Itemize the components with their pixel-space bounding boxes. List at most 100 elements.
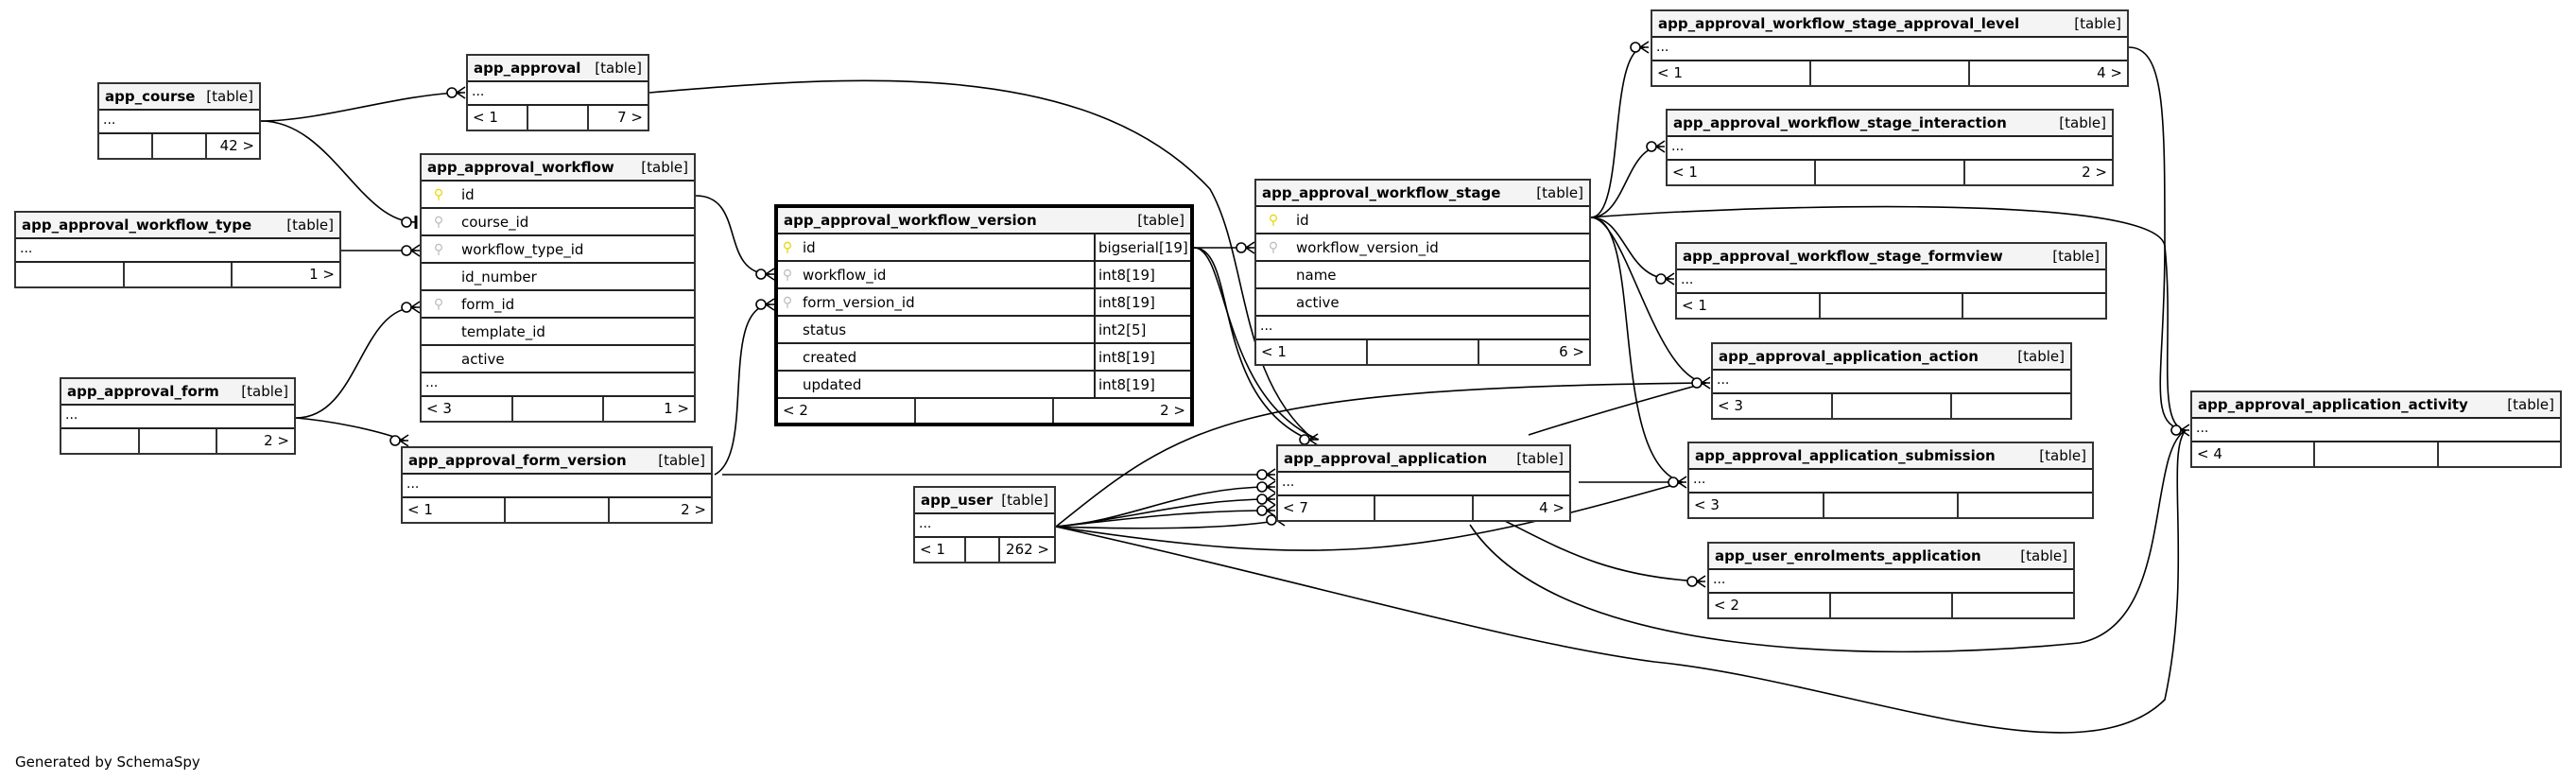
table-app-course[interactable]: app_course[table] ... 42 >	[97, 82, 261, 160]
children-link[interactable]: 1 >	[602, 397, 694, 421]
column-row[interactable]: ⚲form_id	[422, 291, 694, 319]
table-app-approval-form[interactable]: app_approval_form[table] ... 2 >	[60, 377, 296, 455]
column-row[interactable]: template_id	[422, 319, 694, 346]
children-link[interactable]	[2436, 442, 2560, 466]
parents-link[interactable]: < 1	[1261, 343, 1287, 360]
column-row[interactable]: id_number	[422, 264, 694, 291]
table-name: app_approval_workflow_stage_approval_lev…	[1658, 15, 2020, 32]
parents-link[interactable]: < 1	[1682, 297, 1707, 314]
columns-ellipsis: ...	[16, 239, 339, 263]
column-row[interactable]: ⚲course_id	[422, 209, 694, 236]
column-name: name	[1296, 266, 1337, 284]
parents-link[interactable]: < 1	[1672, 164, 1698, 181]
children-link[interactable]: 2 >	[216, 429, 294, 453]
children-link[interactable]: 262 >	[997, 538, 1054, 562]
children-link[interactable]: 2 >	[1962, 161, 2112, 184]
column-type: bigserial[19]	[1094, 234, 1190, 260]
table-footer: < 3 1 >	[422, 397, 694, 421]
children-link[interactable]: 1 >	[231, 263, 339, 286]
children-link[interactable]	[1950, 394, 2070, 418]
children-link[interactable]: 7 >	[587, 106, 648, 130]
children-link[interactable]: 4 >	[1968, 61, 2127, 85]
table-name: app_approval_application_action	[1719, 348, 1979, 365]
table-app-approval-application-activity[interactable]: app_approval_application_activity[table]…	[2190, 390, 2562, 468]
table-header: app_approval_workflow_stage_approval_lev…	[1652, 11, 2127, 38]
table-app-approval-application-action[interactable]: app_approval_application_action[table] .…	[1711, 342, 2072, 420]
column-name: active	[461, 350, 505, 368]
parents-link[interactable]: < 3	[1718, 397, 1743, 414]
parents-link[interactable]: < 2	[783, 402, 808, 419]
column-row[interactable]: ⚲id	[1256, 207, 1589, 234]
parents-link[interactable]: < 1	[473, 109, 498, 126]
table-app-approval-workflow-version[interactable]: app_approval_workflow_version[table] ⚲id…	[774, 204, 1194, 426]
foreign-key-icon: ⚲	[782, 294, 793, 310]
table-app-approval-workflow-type[interactable]: app_approval_workflow_type[table] ... 1 …	[14, 211, 341, 288]
column-row[interactable]: name	[1256, 262, 1589, 289]
column-row[interactable]: ⚲workflow_type_id	[422, 236, 694, 264]
column-name: course_id	[461, 213, 529, 231]
parents-link[interactable]: < 1	[1657, 64, 1683, 81]
column-row[interactable]: active	[422, 346, 694, 373]
parents-link[interactable]: < 7	[1283, 499, 1308, 516]
column-row[interactable]: ⚲id	[422, 182, 694, 209]
table-name: app_approval_workflow_stage_formview	[1683, 248, 2003, 265]
parents-link[interactable]: < 1	[920, 541, 945, 558]
children-link[interactable]	[1951, 594, 2073, 617]
table-app-approval-workflow[interactable]: app_approval_workflow[table] ⚲id ⚲course…	[420, 153, 696, 423]
children-link[interactable]: 2 >	[1052, 399, 1190, 423]
parents-link[interactable]	[61, 429, 138, 453]
optional-circle-marker	[1686, 576, 1698, 587]
column-row[interactable]: active	[1256, 289, 1589, 317]
children-link[interactable]: 42 >	[205, 134, 259, 158]
table-header: app_user_enrolments_application[table]	[1709, 544, 2073, 570]
children-link[interactable]	[1957, 494, 2092, 517]
crows-foot-many-marker	[1665, 272, 1675, 286]
parents-link[interactable]: < 3	[1694, 496, 1720, 513]
table-header: app_approval_application[table]	[1278, 446, 1569, 473]
parents-link[interactable]	[16, 263, 123, 286]
column-type: int8[19]	[1094, 262, 1190, 287]
table-app-approval-workflow-stage-interaction[interactable]: app_approval_workflow_stage_interaction[…	[1666, 109, 2114, 186]
table-app-approval-workflow-stage-formview[interactable]: app_approval_workflow_stage_formview[tab…	[1675, 242, 2107, 320]
footer-spacer	[1814, 161, 1962, 184]
table-app-user-enrolments-application[interactable]: app_user_enrolments_application[table] .…	[1707, 542, 2075, 619]
table-footer: < 1 2 >	[403, 498, 711, 522]
parents-link[interactable]	[99, 134, 151, 158]
relationship-line	[2128, 46, 2187, 431]
children-link[interactable]: 4 >	[1471, 496, 1569, 520]
table-app-approval-workflow-stage[interactable]: app_approval_workflow_stage[table] ⚲id ⚲…	[1254, 179, 1591, 366]
parents-link[interactable]: < 1	[407, 501, 433, 518]
table-footer: < 1 6 >	[1256, 340, 1589, 364]
table-app-approval-workflow-stage-approval-level[interactable]: app_approval_workflow_stage_approval_lev…	[1651, 9, 2129, 87]
parents-link[interactable]: < 4	[2197, 445, 2222, 462]
column-type: int2[5]	[1094, 317, 1190, 342]
children-link[interactable]: 2 >	[607, 498, 711, 522]
optional-circle-marker	[389, 435, 401, 446]
crows-foot-many-marker	[1266, 480, 1276, 494]
children-link[interactable]	[1962, 294, 2105, 318]
children-link[interactable]: 6 >	[1478, 340, 1589, 364]
optional-circle-marker	[1655, 273, 1667, 285]
optional-circle-marker	[1256, 481, 1268, 493]
column-row[interactable]: ⚲workflow_version_id	[1256, 234, 1589, 262]
relationship-line	[260, 92, 462, 122]
table-type-label: [table]	[595, 60, 642, 77]
table-name: app_approval_form	[67, 383, 219, 400]
parents-link[interactable]: < 2	[1714, 597, 1739, 614]
table-type-label: [table]	[2059, 114, 2106, 131]
relationship-line	[1590, 217, 1671, 280]
columns-ellipsis: ...	[422, 373, 694, 397]
table-app-approval-form-version[interactable]: app_approval_form_version[table] ... < 1…	[401, 446, 713, 524]
parents-link[interactable]: < 3	[426, 400, 452, 417]
table-name: app_approval_application_activity	[2198, 396, 2468, 413]
table-app-approval-application-submission[interactable]: app_approval_application_submission[tabl…	[1687, 442, 2094, 519]
